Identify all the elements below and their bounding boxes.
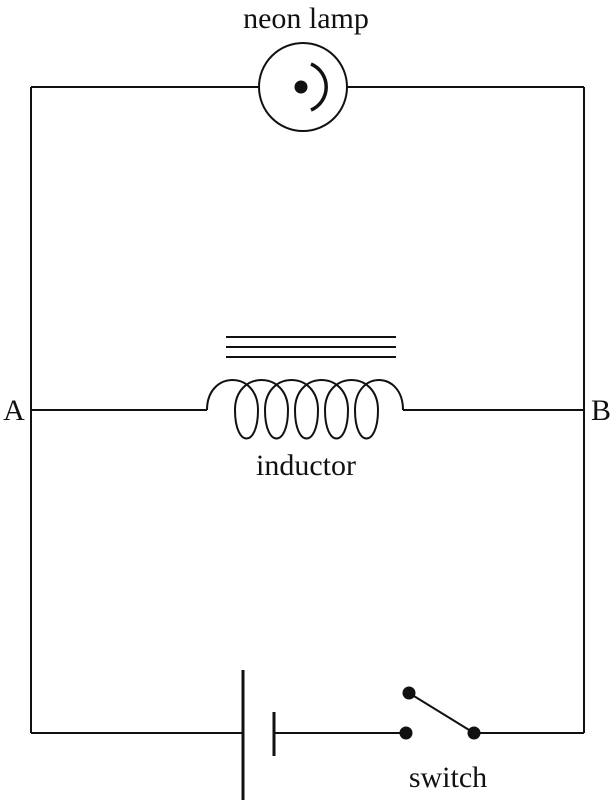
switch-icon bbox=[399, 686, 481, 740]
circuit-wires bbox=[30, 86, 585, 734]
switch-label: switch bbox=[409, 761, 487, 794]
neon-lamp-label: neon lamp bbox=[243, 2, 369, 35]
inductor-coil bbox=[206, 379, 404, 440]
inductor-icon bbox=[206, 336, 404, 440]
switch-contact-left bbox=[399, 726, 413, 740]
battery-icon bbox=[241, 670, 276, 800]
neon-lamp-icon bbox=[258, 42, 348, 132]
node-b-label: B bbox=[591, 394, 611, 427]
switch-lever bbox=[408, 692, 475, 734]
inductor-label: inductor bbox=[256, 449, 356, 482]
node-a-label: A bbox=[3, 394, 25, 427]
